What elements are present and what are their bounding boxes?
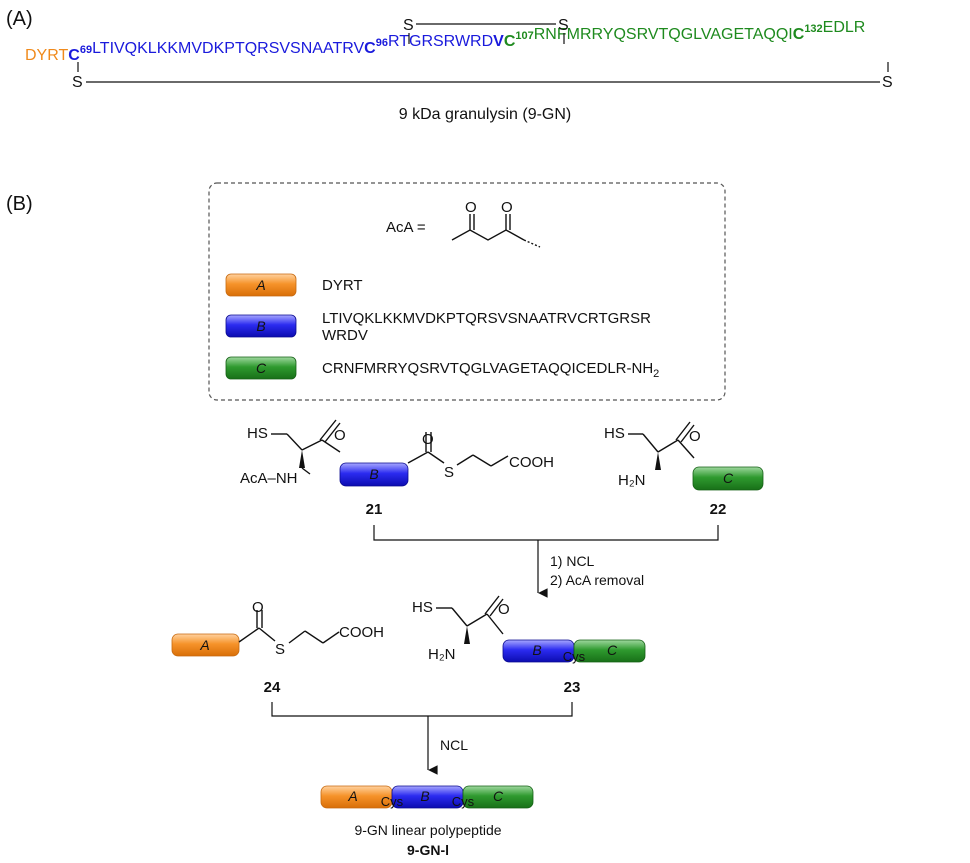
sequence-segment: C [364,40,376,57]
sequence-segment: C [68,47,80,64]
sequence-segment: C [504,33,516,50]
step-label: 1) NCL [550,553,595,569]
legend-sequence: DYRT [322,277,363,294]
segment-key: B [256,318,265,334]
thiol-label: HS [247,425,268,442]
compound-id: 23 [564,679,581,696]
residue-number: 107 [515,30,533,42]
sequence-segment: V [493,33,504,50]
sulfur-label: S [882,74,893,91]
sulfur-label: S [444,464,454,481]
residue-number: 132 [804,23,822,35]
sequence-segment: LTIVQKLKKMVDKPTQRSVSNAATRV [92,40,364,57]
sequence-segment: RTGRSRWRD [388,33,493,50]
amine-label: H₂N [428,646,456,663]
sequence-text: DYRTC69LTIVQKLKKMVDKPTQRSVSNAATRVC96RTGR… [25,19,865,64]
sequence-segment: C [793,26,805,43]
thiol-label: HS [604,425,625,442]
disulfide-bridge-bottom: S S [72,62,893,91]
segment-key: C [493,788,504,804]
oxygen-label: O [501,199,513,216]
disulfide-bridge-top: S S [403,17,569,44]
legend-sequence: LTIVQKLKKMVDKPTQRSVSNAATRVCRTGRSR [322,310,651,327]
compound-24: A O S COOH 24 [171,599,384,696]
oxygen-label: O [689,428,701,445]
aca-label: AcA = [386,219,426,236]
segment-key: C [256,360,267,376]
oxygen-label: O [334,427,346,444]
segment-key: B [369,466,378,482]
carboxyl-label: COOH [509,454,554,471]
compound-id: 21 [366,501,383,518]
final-id: 9-GN-l [407,842,449,858]
panel-b-label: (B) [6,193,33,215]
sequence-segment: DYRT [25,47,68,64]
oxygen-label: O [498,601,510,618]
final-caption: 9-GN linear polypeptide [354,822,501,838]
sequence-segment: EDLR [823,19,866,36]
step-label: 2) AcA removal [550,572,644,588]
sequence-line: DYRTC69LTIVQKLKKMVDKPTQRSVSNAATRVC96RTGR… [25,19,865,64]
legend-sequence: CRNFMRRYQSRVTQGLVAGETAQQICEDLR-NH2 [322,360,659,380]
segment-a-block [171,633,240,657]
residue-number: 69 [80,44,92,56]
segment-key: B [532,642,541,658]
reaction-arrow-1: 1) NCL 2) AcA removal [373,525,719,598]
segment-b-block [339,462,409,487]
oxygen-label: O [252,599,264,616]
legend-item-c: C CRNFMRRYQSRVTQGLVAGETAQQICEDLR-NH2 [225,356,659,380]
sequence-segment: RNFMRRYQSRVTQGLVAGETAQQI [534,26,793,43]
legend-box: AcA = O O A DYRT B LTIVQKLKKMVDKPTQRSVSN… [208,182,726,401]
segment-key: B [420,788,429,804]
compound-id: 22 [710,501,727,518]
residue-number: 96 [376,37,388,49]
step-label: NCL [440,737,468,753]
compound-21: HS O AcA–NH B O S COOH 21 [240,419,554,518]
legend-item-b: B LTIVQKLKKMVDKPTQRSVSNAATRVCRTGRSR WRDV [225,310,651,344]
carboxyl-label: COOH [339,624,384,641]
sulfur-label: S [275,641,285,658]
segment-c-block [462,785,534,809]
cys-junction-label: Cys [381,794,404,809]
segment-key: A [255,277,265,293]
cys-junction-label: Cys [563,649,586,664]
legend-sequence: WRDV [322,327,368,344]
compound-23: HS O H₂N B C Cys 23 [412,595,646,696]
segment-key: C [723,470,734,486]
cys-junction-label: Cys [452,794,475,809]
legend-sequence-text: CRNFMRRYQSRVTQGLVAGETAQQICEDLR-NH [322,360,653,377]
oxygen-label: O [422,431,434,448]
legend-subscript: 2 [653,368,659,380]
panel-a-caption: 9 kDa granulysin (9-GN) [399,106,572,123]
sulfur-label: S [72,74,83,91]
sulfur-label: S [558,17,569,34]
acyl-amine-label: AcA–NH [240,470,298,487]
amine-label: H₂N [618,472,646,489]
aca-structure: O O [451,199,541,248]
segment-key: A [347,788,357,804]
reaction-arrow-2: NCL [271,702,573,775]
segment-key: C [607,642,618,658]
legend-item-a: A DYRT [225,273,363,297]
final-product: A B C Cys Cys 9-GN linear polypeptide 9-… [320,785,534,858]
segment-key: A [199,637,209,653]
segment-c-block [692,466,764,491]
segment-c-block [573,639,646,663]
thiol-label: HS [412,599,433,616]
sulfur-label: S [403,17,414,34]
compound-22: HS O H₂N C 22 [604,421,764,518]
oxygen-label: O [465,199,477,216]
panel-a-label: (A) [6,8,33,30]
compound-id: 24 [264,679,281,696]
